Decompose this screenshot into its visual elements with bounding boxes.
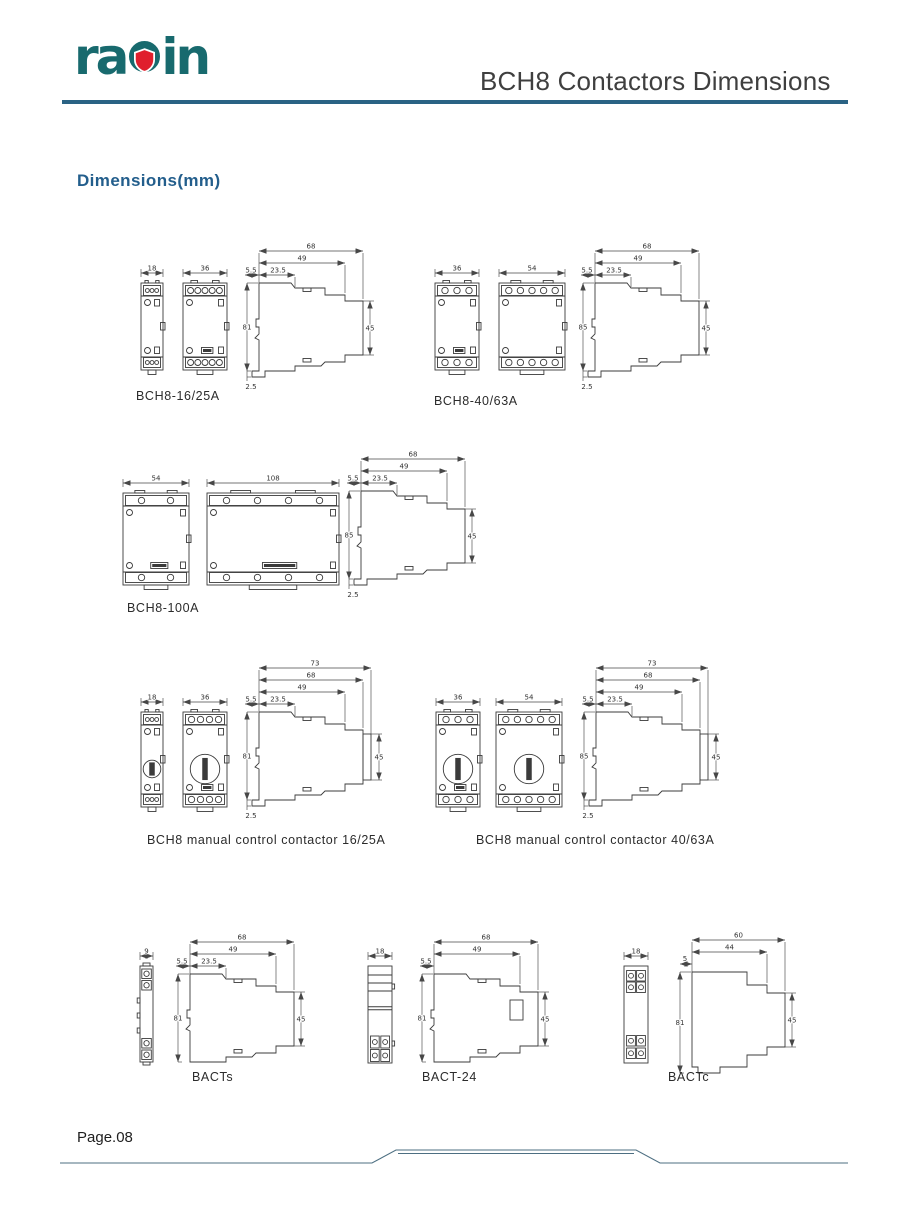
svg-text:68: 68	[644, 672, 653, 680]
svg-text:9: 9	[144, 948, 148, 956]
svg-text:49: 49	[634, 255, 643, 263]
svg-text:49: 49	[473, 946, 482, 954]
logo-ring	[129, 41, 161, 73]
svg-text:2.5: 2.5	[347, 591, 358, 599]
footer-rule	[60, 1149, 848, 1164]
svg-text:2.5: 2.5	[245, 812, 256, 820]
svg-text:49: 49	[298, 684, 307, 692]
svg-text:49: 49	[635, 684, 644, 692]
caption-bch8-40-63a: BCH8-40/63A	[434, 394, 518, 408]
svg-text:5.5: 5.5	[176, 958, 187, 966]
svg-text:45: 45	[702, 325, 711, 333]
svg-text:68: 68	[409, 451, 418, 459]
svg-text:85: 85	[345, 532, 354, 540]
svg-text:85: 85	[580, 753, 589, 761]
svg-text:73: 73	[648, 660, 657, 668]
svg-text:44: 44	[725, 944, 734, 952]
svg-text:2.5: 2.5	[582, 812, 593, 820]
svg-text:5.5: 5.5	[245, 696, 256, 704]
svg-text:54: 54	[525, 694, 534, 702]
svg-text:18: 18	[148, 694, 157, 702]
svg-text:23.5: 23.5	[201, 958, 217, 966]
svg-text:49: 49	[229, 946, 238, 954]
svg-text:49: 49	[298, 255, 307, 263]
svg-text:23.5: 23.5	[270, 696, 286, 704]
svg-text:68: 68	[307, 243, 316, 251]
svg-text:5.5: 5.5	[581, 267, 592, 275]
svg-text:68: 68	[482, 934, 491, 942]
svg-text:18: 18	[148, 265, 157, 273]
svg-text:18: 18	[632, 948, 641, 956]
svg-text:5.5: 5.5	[347, 475, 358, 483]
svg-text:45: 45	[366, 325, 375, 333]
caption-bactc: BACTc	[668, 1070, 710, 1084]
svg-text:23.5: 23.5	[606, 267, 622, 275]
svg-text:108: 108	[266, 475, 279, 483]
svg-text:81: 81	[243, 753, 252, 761]
svg-text:45: 45	[468, 533, 477, 541]
page-title: BCH8 Contactors Dimensions	[480, 66, 831, 96]
svg-text:45: 45	[297, 1016, 306, 1024]
logo-text-left: ra	[74, 28, 129, 86]
svg-text:68: 68	[238, 934, 247, 942]
svg-text:73: 73	[311, 660, 320, 668]
svg-text:68: 68	[307, 672, 316, 680]
svg-text:81: 81	[676, 1019, 685, 1027]
svg-text:36: 36	[454, 694, 463, 702]
svg-text:45: 45	[541, 1016, 550, 1024]
svg-text:2.5: 2.5	[245, 383, 256, 391]
caption-bch8-100a: BCH8-100A	[127, 601, 200, 615]
page-number: Page.08	[77, 1129, 133, 1146]
caption-bch8-manual-16-25a: BCH8 manual control contactor 16/25A	[147, 833, 386, 847]
svg-text:23.5: 23.5	[270, 267, 286, 275]
svg-text:18: 18	[376, 948, 385, 956]
svg-text:85: 85	[579, 324, 588, 332]
svg-text:36: 36	[453, 265, 462, 273]
svg-text:36: 36	[201, 265, 210, 273]
svg-text:49: 49	[400, 463, 409, 471]
caption-bacts: BACTs	[192, 1070, 234, 1084]
header-rule	[62, 100, 848, 104]
svg-text:81: 81	[418, 1015, 427, 1023]
svg-text:54: 54	[528, 265, 537, 273]
svg-text:45: 45	[712, 754, 721, 762]
svg-text:23.5: 23.5	[372, 475, 388, 483]
svg-text:5: 5	[683, 955, 687, 963]
svg-text:45: 45	[788, 1017, 797, 1025]
svg-text:81: 81	[243, 324, 252, 332]
svg-text:2.5: 2.5	[581, 383, 592, 391]
caption-bch8-16-25a: BCH8-16/25A	[136, 389, 220, 403]
caption-bact-24: BACT-24	[422, 1070, 477, 1084]
svg-text:45: 45	[375, 754, 384, 762]
svg-text:60: 60	[734, 932, 743, 940]
svg-text:23.5: 23.5	[607, 696, 623, 704]
caption-bch8-manual-40-63a: BCH8 manual control contactor 40/63A	[476, 833, 715, 847]
svg-text:36: 36	[201, 694, 210, 702]
logo-text-right: in	[161, 28, 211, 86]
svg-text:5.5: 5.5	[245, 267, 256, 275]
svg-text:5.5: 5.5	[582, 696, 593, 704]
section-heading: Dimensions(mm)	[77, 171, 221, 190]
svg-text:81: 81	[174, 1015, 183, 1023]
svg-text:5.5: 5.5	[420, 958, 431, 966]
svg-text:68: 68	[643, 243, 652, 251]
shield-icon	[134, 48, 156, 73]
svg-text:54: 54	[152, 475, 161, 483]
